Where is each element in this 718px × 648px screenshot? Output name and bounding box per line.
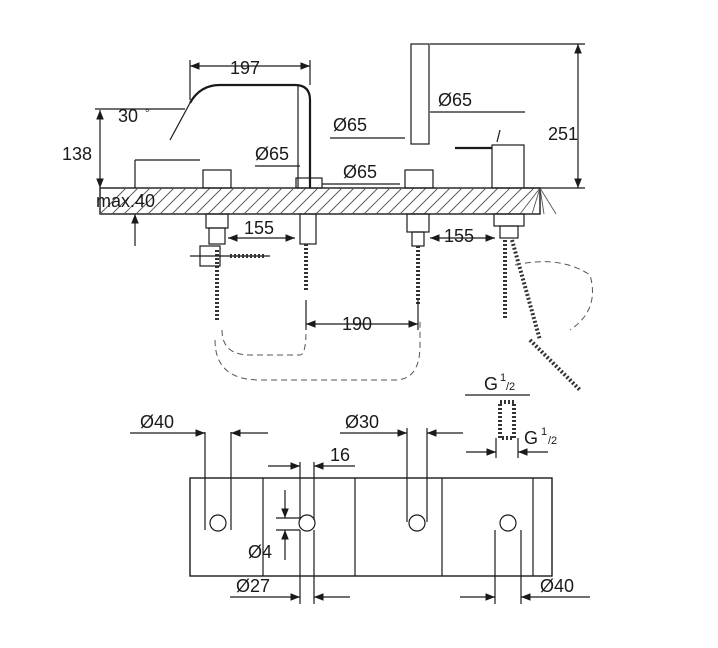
dim-hole4-text: Ø4 xyxy=(248,542,272,562)
hatch-line xyxy=(375,187,403,215)
hatch-line xyxy=(495,187,523,215)
handshower-holder xyxy=(404,43,434,247)
hatch-line xyxy=(231,187,259,215)
connector-fitting: G 1 /2 xyxy=(466,400,557,458)
thread-1-sub: /2 xyxy=(506,381,515,393)
dimension-155-left: 155 xyxy=(228,218,295,242)
hatch-line xyxy=(483,187,511,215)
hatch-line xyxy=(351,187,379,215)
hatch-line xyxy=(387,187,415,215)
dim-hole40-left-text: Ø40 xyxy=(140,412,174,432)
hatch-line xyxy=(255,187,283,215)
dim-angle-text: 30 xyxy=(118,106,138,126)
dimension-16: 16 xyxy=(268,445,355,520)
hatch-line xyxy=(327,187,355,215)
dim-16-text: 16 xyxy=(330,445,350,465)
dim-max40-text: max.40 xyxy=(96,191,155,211)
dim-hole40-right-text: Ø40 xyxy=(540,576,574,596)
dimension-max40: max.40 xyxy=(96,191,155,246)
dim-diam-hs-text: Ø65 xyxy=(438,90,472,110)
hatch-line xyxy=(531,187,541,215)
hatch-line xyxy=(111,187,139,215)
deck-section xyxy=(99,187,557,215)
dim-197-text: 197 xyxy=(230,58,260,78)
dim-hole30-text: Ø30 xyxy=(345,412,379,432)
dimension-197: 197 xyxy=(189,58,311,100)
dimension-155-right: 155 xyxy=(430,226,495,246)
hole-2 xyxy=(298,514,316,532)
hatch-line xyxy=(267,187,295,215)
hatch-line xyxy=(435,187,463,215)
dimension-hole-40-left: Ø40 xyxy=(130,412,268,530)
dim-diam-right-text: Ø65 xyxy=(343,162,377,182)
hatch-line xyxy=(539,187,545,215)
cutout-plan xyxy=(189,477,553,577)
hatch-line xyxy=(363,187,391,215)
thread-2-sup: 1 xyxy=(541,426,547,438)
hatch-line xyxy=(507,187,535,215)
hatch-line xyxy=(459,187,487,215)
hatch-line xyxy=(471,187,499,215)
hatch-line xyxy=(303,187,331,215)
hatch-line xyxy=(135,187,163,215)
dim-155-right-text: 155 xyxy=(444,226,474,246)
dimension-138: 138 xyxy=(62,110,200,188)
thread-1-g: G xyxy=(484,374,498,394)
thread-2-sub: /2 xyxy=(548,435,557,447)
dimension-hole-27: Ø27 xyxy=(230,530,350,604)
dimension-diameter-middle: Ø65 xyxy=(330,115,405,139)
dim-155-left-text: 155 xyxy=(244,218,274,238)
hatch-line xyxy=(183,187,211,215)
thread-label-upper: G 1 /2 xyxy=(465,372,530,396)
dimension-angle: 30 ° xyxy=(95,106,185,126)
dimension-251: 251 xyxy=(430,43,585,189)
hatch-line xyxy=(519,187,541,215)
hatch-line xyxy=(219,187,247,215)
dim-angle-unit: ° xyxy=(145,108,149,120)
hatch-line xyxy=(243,187,271,215)
dim-diam-left-text: Ø65 xyxy=(255,144,289,164)
hatch-line xyxy=(147,187,175,215)
hole-1 xyxy=(209,514,227,532)
hole-3 xyxy=(408,514,426,532)
hatch-line xyxy=(411,187,439,215)
hole-4 xyxy=(499,514,517,532)
hatch-line xyxy=(99,187,127,215)
hatch-line xyxy=(195,187,223,215)
dimension-hole-40-right: Ø40 xyxy=(460,530,590,604)
hatch-line xyxy=(423,187,451,215)
dim-diam-mid-text: Ø65 xyxy=(333,115,367,135)
hatch-line xyxy=(539,187,557,215)
hatch-line xyxy=(279,187,307,215)
dimension-hole-30: Ø30 xyxy=(340,412,463,522)
hatch-line xyxy=(399,187,427,215)
hatch-line xyxy=(207,187,235,215)
hose-loops xyxy=(214,261,593,381)
hatch-line xyxy=(159,187,187,215)
spout-body xyxy=(169,83,323,245)
hatch-line xyxy=(447,187,475,215)
dimension-diameter-right: Ø65 xyxy=(322,162,400,185)
dimension-190: 190 xyxy=(305,300,419,334)
thread-2-g: G xyxy=(524,428,538,448)
hatch-line xyxy=(339,187,367,215)
mixer-lever xyxy=(455,129,525,239)
thread-1-sup: 1 xyxy=(500,372,506,384)
dim-hole27-text: Ø27 xyxy=(236,576,270,596)
deck-hatching xyxy=(99,187,557,215)
dim-138-text: 138 xyxy=(62,144,92,164)
dimension-diameter-left: Ø65 xyxy=(255,144,300,167)
hatch-line xyxy=(171,187,199,215)
dim-190-text: 190 xyxy=(342,314,372,334)
dimension-hole-4: Ø4 xyxy=(248,490,300,562)
hatch-line xyxy=(123,187,151,215)
dimension-diameter-handshower: Ø65 xyxy=(430,90,525,113)
hatch-line xyxy=(291,187,319,215)
hoses xyxy=(190,239,582,392)
hatch-line xyxy=(315,187,343,215)
dim-251-text: 251 xyxy=(548,124,578,144)
